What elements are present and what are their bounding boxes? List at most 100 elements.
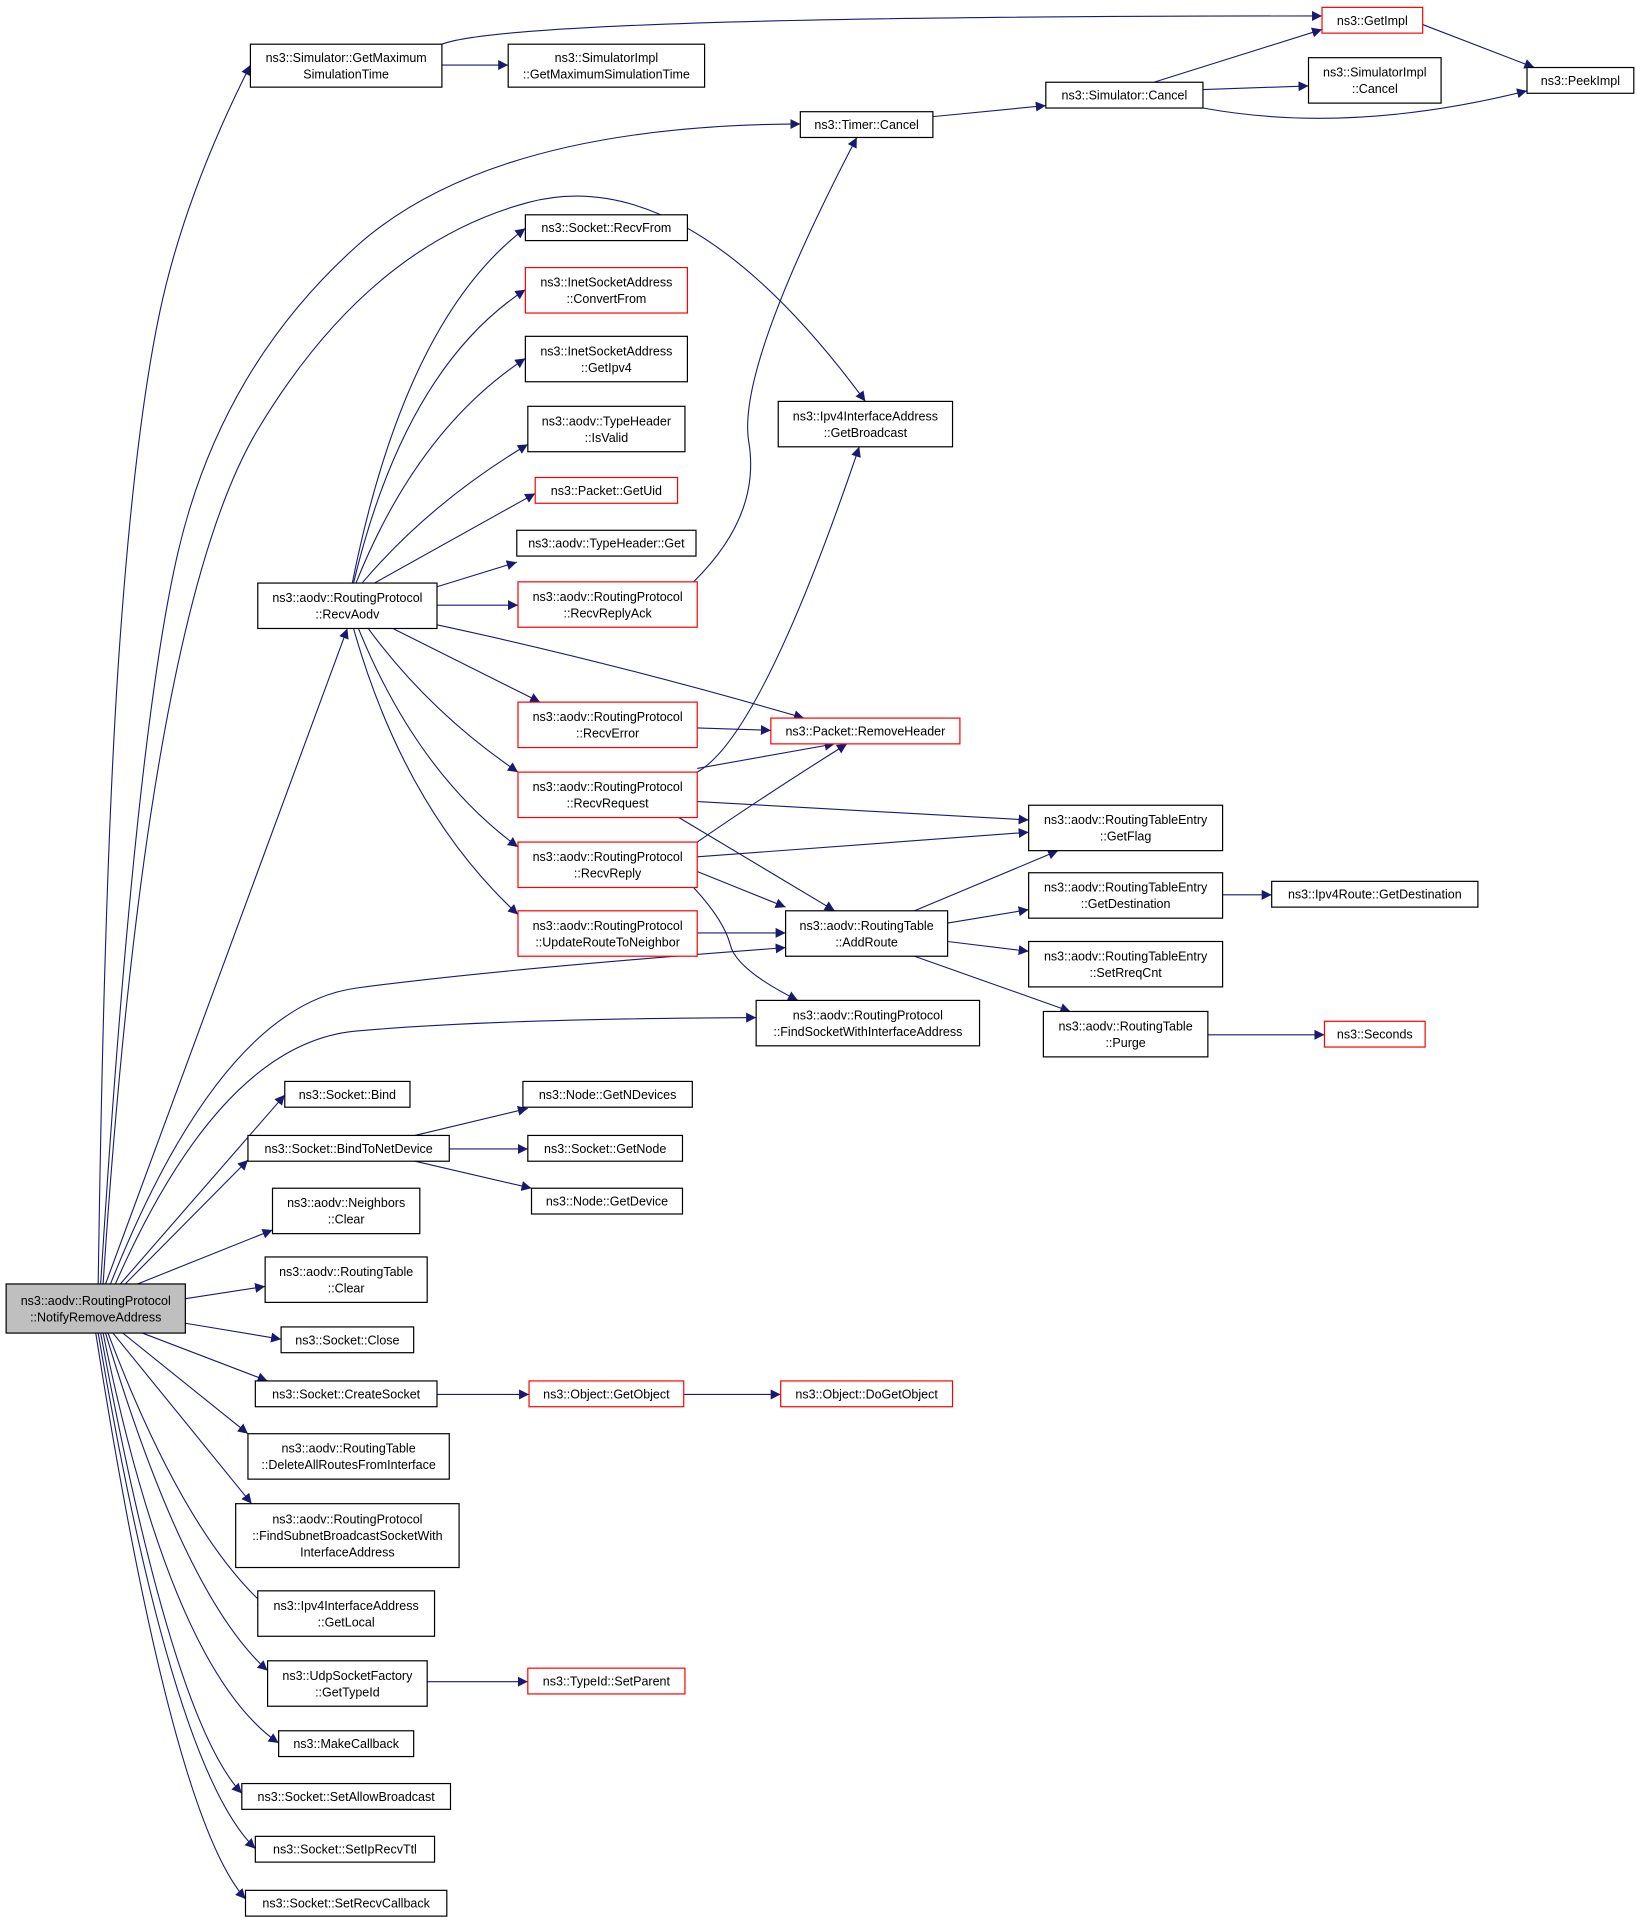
graph-node-findSocket[interactable]: ns3::aodv::RoutingProtocol::FindSocketWi… [755, 999, 981, 1047]
node-label-line: ::GetBroadcast [824, 426, 908, 440]
node-label-line: ::FindSubnetBroadcastSocketWith [252, 1529, 442, 1543]
graph-node-addRoute[interactable]: ns3::aodv::RoutingTable::AddRoute [784, 910, 949, 957]
node-label-line: ns3::aodv::RoutingTable [1059, 1019, 1193, 1033]
graph-node-setIpRecvTtl[interactable]: ns3::Socket::SetIpRecvTtl [254, 1835, 436, 1863]
graph-node-timerCancel[interactable]: ns3::Timer::Cancel [799, 111, 934, 139]
node-label-line: ns3::Object::DoGetObject [795, 1387, 938, 1401]
node-label-line: ns3::aodv::TypeHeader [542, 414, 671, 428]
node-label-line: ::GetTypeId [315, 1685, 380, 1699]
node-box [517, 771, 698, 819]
graph-node-deleteAllRoutes[interactable]: ns3::aodv::RoutingTable::DeleteAllRoutes… [247, 1433, 450, 1480]
node-label-line: ::IsValid [585, 431, 629, 445]
edge-root-to-neighborsClear [137, 1229, 273, 1285]
node-label-line: ns3::InetSocketAddress [540, 276, 672, 290]
edge-root-to-getBroadcast [102, 195, 866, 1284]
graph-node-getIpv4[interactable]: ns3::InetSocketAddress::GetIpv4 [524, 335, 688, 383]
graph-node-getNode[interactable]: ns3::Socket::GetNode [527, 1134, 684, 1162]
node-box [280, 1326, 415, 1354]
graph-node-recvFrom[interactable]: ns3::Socket::RecvFrom [524, 214, 688, 242]
graph-node-setRecvCallback[interactable]: ns3::Socket::SetRecvCallback [244, 1889, 448, 1917]
graph-node-bind[interactable]: ns3::Socket::Bind [284, 1080, 411, 1108]
edge-root-to-udpGetTypeId [105, 1332, 268, 1672]
node-box [517, 910, 698, 957]
graph-node-entryGetDest[interactable]: ns3::aodv::RoutingTableEntry::GetDestina… [1028, 872, 1224, 919]
graph-node-root[interactable]: ns3::aodv::RoutingProtocol::NotifyRemove… [5, 1283, 186, 1334]
node-label-line: ns3::aodv::RoutingProtocol [533, 710, 683, 724]
graph-node-convertFrom[interactable]: ns3::InetSocketAddress::ConvertFrom [524, 266, 688, 314]
node-label-line: ns3::Socket::CreateSocket [272, 1387, 421, 1401]
graph-node-getNDevices[interactable]: ns3::Node::GetNDevices [522, 1080, 693, 1108]
node-label-line: ns3::Socket::RecvFrom [541, 221, 671, 235]
node-label-line: ::RecvRequest [567, 797, 650, 811]
edge-recvReply-to-removeHeader [696, 743, 848, 843]
graph-node-routeGetDest[interactable]: ns3::Ipv4Route::GetDestination [1271, 880, 1479, 908]
graph-node-implCancel[interactable]: ns3::SimulatorImpl::Cancel [1307, 57, 1442, 104]
edge-simCancel-to-peekImpl [1202, 88, 1528, 119]
graph-node-findSubnet[interactable]: ns3::aodv::RoutingProtocol::FindSubnetBr… [235, 1503, 460, 1569]
graph-node-setAllowBroadcast[interactable]: ns3::Socket::SetAllowBroadcast [241, 1782, 452, 1810]
graph-node-simCancel[interactable]: ns3::Simulator::Cancel [1045, 81, 1204, 109]
node-box [524, 335, 688, 383]
graph-node-seconds[interactable]: ns3::Seconds [1323, 1020, 1426, 1048]
node-label-line: ns3::Socket::SetRecvCallback [262, 1897, 430, 1911]
node-box [527, 405, 686, 453]
graph-node-getObject[interactable]: ns3::Object::GetObject [528, 1380, 685, 1408]
graph-node-getLocal[interactable]: ns3::Ipv4InterfaceAddress::GetLocal [257, 1590, 436, 1637]
graph-node-createSocket[interactable]: ns3::Socket::CreateSocket [254, 1380, 438, 1408]
node-box [1045, 81, 1204, 109]
edge-recvReplyAck-to-timerCancel [693, 137, 858, 583]
node-box [235, 1503, 460, 1569]
node-label-line: ::GetFlag [1100, 830, 1151, 844]
node-box [1323, 1020, 1426, 1048]
graph-node-purge[interactable]: ns3::aodv::RoutingTable::Purge [1042, 1010, 1209, 1058]
graph-node-getUid[interactable]: ns3::Packet::GetUid [534, 476, 679, 504]
graph-node-peekImpl[interactable]: ns3::PeekImpl [1526, 66, 1635, 94]
graph-node-updateRoute[interactable]: ns3::aodv::RoutingProtocol::UpdateRouteT… [517, 910, 698, 957]
graph-node-doGetObject[interactable]: ns3::Object::DoGetObject [780, 1380, 954, 1408]
node-label-line: ns3::Socket::Close [295, 1333, 399, 1347]
edge-root-to-getLocal [107, 1332, 268, 1609]
edge-addRoute-to-purge [914, 955, 1071, 1013]
graph-node-makeCallback[interactable]: ns3::MakeCallback [278, 1730, 415, 1758]
node-label-line: ::RecvAodv [315, 608, 380, 622]
graph-node-recvRequest[interactable]: ns3::aodv::RoutingProtocol::RecvRequest [517, 771, 698, 819]
graph-node-typeGet[interactable]: ns3::aodv::TypeHeader::Get [516, 529, 697, 557]
node-label-line: ns3::Socket::BindToNetDevice [265, 1142, 433, 1156]
graph-node-getImpl[interactable]: ns3::GetImpl [1321, 6, 1424, 34]
graph-node-setRreqCnt[interactable]: ns3::aodv::RoutingTableEntry::SetRreqCnt [1028, 940, 1224, 988]
graph-node-implGetMax[interactable]: ns3::SimulatorImpl::GetMaximumSimulation… [507, 43, 706, 88]
graph-node-setParent[interactable]: ns3::TypeId::SetParent [527, 1667, 686, 1695]
node-label-line: ns3::Ipv4InterfaceAddress [274, 1599, 419, 1613]
edge-simCancel-to-getImpl [1153, 27, 1323, 83]
graph-node-getDevice[interactable]: ns3::Node::GetDevice [530, 1187, 684, 1215]
graph-node-isValid[interactable]: ns3::aodv::TypeHeader::IsValid [527, 405, 686, 453]
node-label-line: ns3::aodv::RoutingProtocol [533, 850, 683, 864]
graph-node-recvAodv[interactable]: ns3::aodv::RoutingProtocol::RecvAodv [257, 582, 438, 630]
graph-node-bindToNetDevice[interactable]: ns3::Socket::BindToNetDevice [247, 1134, 450, 1162]
node-label-line: ns3::Node::GetDevice [546, 1195, 668, 1209]
graph-node-neighborsClear[interactable]: ns3::aodv::Neighbors::Clear [271, 1187, 421, 1235]
edge-recvRequest-to-removeHeader [697, 740, 835, 769]
node-label-line: ::NotifyRemoveAddress [30, 1310, 161, 1324]
edge-recvAodv-to-updateRoute [352, 628, 519, 915]
graph-node-recvError[interactable]: ns3::aodv::RoutingProtocol::RecvError [517, 701, 698, 749]
edge-recvAodv-to-getUid [374, 492, 536, 584]
graph-node-udpGetTypeId[interactable]: ns3::UdpSocketFactory::GetTypeId [266, 1660, 428, 1707]
node-label-line: ns3::Socket::SetAllowBroadcast [258, 1790, 436, 1804]
graph-node-tableClear[interactable]: ns3::aodv::RoutingTable::Clear [264, 1256, 428, 1303]
graph-node-recvReply[interactable]: ns3::aodv::RoutingProtocol::RecvReply [517, 841, 698, 889]
edge-recvAodv-to-recvReply [357, 628, 519, 848]
node-box [534, 476, 679, 504]
graph-node-getFlag[interactable]: ns3::aodv::RoutingTableEntry::GetFlag [1028, 804, 1224, 852]
node-label-line: ns3::Socket::Bind [299, 1088, 396, 1102]
graph-node-recvReplyAck[interactable]: ns3::aodv::RoutingProtocol::RecvReplyAck [517, 581, 698, 628]
node-label-line: ns3::Ipv4Route::GetDestination [1288, 888, 1462, 902]
node-label-line: ns3::aodv::RoutingTableEntry [1044, 949, 1208, 963]
graph-node-getBroadcast[interactable]: ns3::Ipv4InterfaceAddress::GetBroadcast [777, 400, 954, 448]
graph-node-getMaxSimTime[interactable]: ns3::Simulator::GetMaximumSimulationTime [249, 43, 443, 88]
edge-addRoute-to-getFlag [914, 849, 1059, 912]
graph-node-removeHeader[interactable]: ns3::Packet::RemoveHeader [770, 717, 961, 745]
graph-node-close[interactable]: ns3::Socket::Close [280, 1326, 415, 1354]
node-label-line: ::Clear [328, 1213, 365, 1227]
node-label-line: ::Cancel [1352, 82, 1398, 96]
